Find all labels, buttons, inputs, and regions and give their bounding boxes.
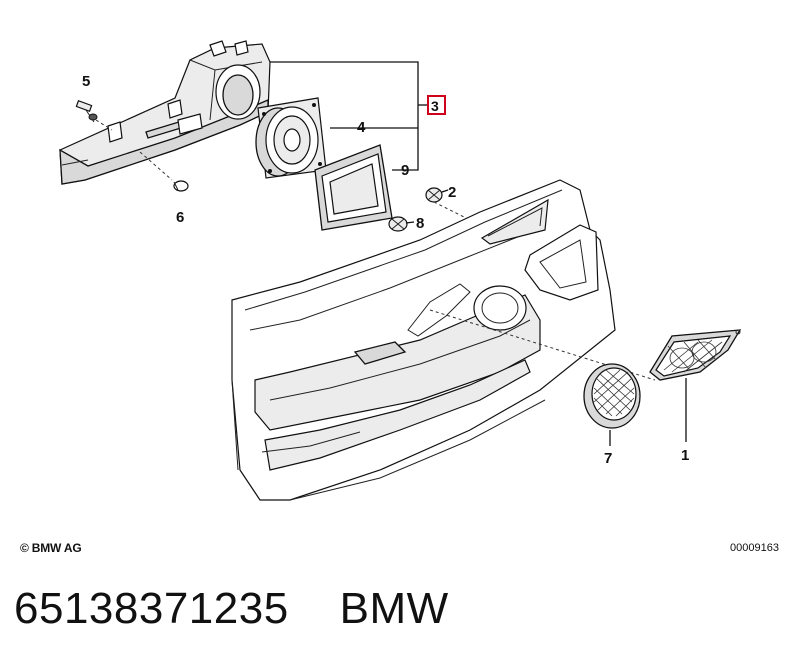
screw-6 xyxy=(139,151,189,192)
brand-name: BMW xyxy=(339,584,449,633)
speaker-ring-9 xyxy=(314,144,393,231)
door-trim-panel xyxy=(231,179,616,501)
part-label-5: 5 xyxy=(82,73,90,90)
part-number: 65138371235 xyxy=(14,584,289,633)
part-label-8: 8 xyxy=(416,215,424,232)
part-label-7: 7 xyxy=(604,450,612,467)
part-label-3: 3 xyxy=(431,98,439,114)
speaker-4 xyxy=(255,97,327,179)
speaker-housing-bracket xyxy=(59,40,271,185)
part-label-4: 4 xyxy=(357,119,366,136)
part-label-3-highlight: 3 xyxy=(427,95,446,115)
part-label-2: 2 xyxy=(448,184,456,201)
clip-8 xyxy=(388,216,415,232)
part-label-6: 6 xyxy=(176,209,184,226)
part-label-1: 1 xyxy=(681,447,689,464)
part-label-9: 9 xyxy=(401,162,409,179)
document-number: 00009163 xyxy=(730,542,779,554)
copyright-notice: © BMW AG xyxy=(20,541,82,555)
clip-2 xyxy=(425,187,449,203)
caption: 65138371235 BMW xyxy=(14,584,449,634)
group-bracket-3 xyxy=(270,61,419,171)
speaker-grille-7 xyxy=(583,363,641,429)
tweeter-cover-1 xyxy=(649,329,742,381)
screw-5 xyxy=(75,100,98,123)
